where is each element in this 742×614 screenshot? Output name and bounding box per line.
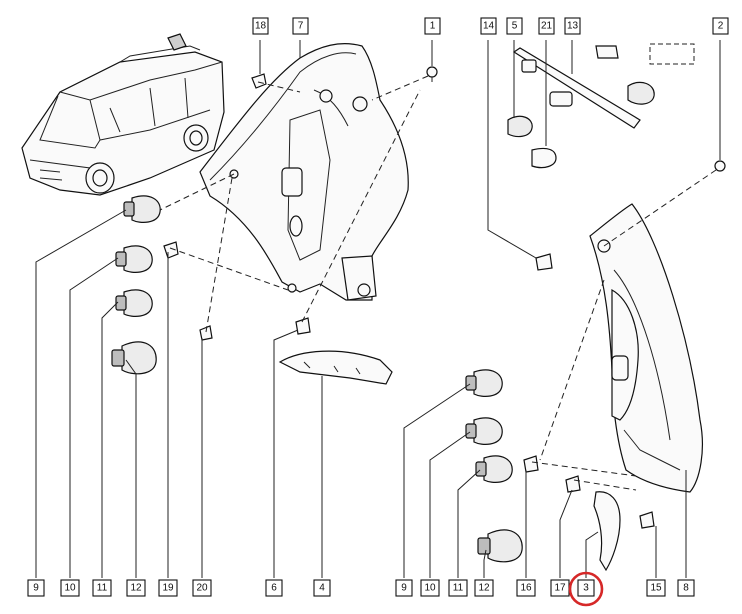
callout-8: 8 [677,579,695,597]
callout-18: 18 [252,17,269,35]
svg-text:6: 6 [271,583,277,594]
svg-text:11: 11 [453,583,464,594]
callout-13: 13 [564,17,581,35]
right-tail-lamp [589,203,703,493]
svg-text:14: 14 [483,21,495,32]
callout-11-right: 11 [448,579,468,597]
callout-14: 14 [480,17,497,35]
svg-text:8: 8 [683,583,689,594]
callout-9-right: 9 [395,579,413,597]
callout-15: 15 [646,579,666,597]
callout-7: 7 [292,17,309,35]
right-bulb-4 [477,529,523,563]
svg-text:1: 1 [430,21,436,32]
left-bulb-4 [111,341,157,375]
svg-text:5: 5 [512,21,518,32]
callout-20: 20 [192,579,212,597]
callout-12-left: 12 [126,579,146,597]
callout-6: 6 [265,579,283,597]
svg-text:3: 3 [583,583,589,594]
svg-text:21: 21 [541,21,553,32]
svg-text:16: 16 [520,583,532,594]
callout-16: 16 [516,579,536,597]
callout-21: 21 [538,17,555,35]
left-small-parts [163,66,438,385]
callout-12-right: 12 [474,579,494,597]
callout-10-right: 10 [420,579,440,597]
svg-text:10: 10 [64,583,76,594]
assembly-lines [159,75,717,491]
left-tail-lamp [199,43,409,301]
callout-10-left: 10 [60,579,80,597]
svg-text:15: 15 [650,583,662,594]
svg-text:20: 20 [196,583,208,594]
right-bulb-1 [465,369,503,397]
svg-text:9: 9 [33,583,39,594]
callout-5: 5 [506,17,523,35]
svg-text:13: 13 [567,21,579,32]
svg-text:4: 4 [319,583,325,594]
left-bulb-3 [115,289,153,317]
svg-text:19: 19 [162,583,174,594]
svg-text:18: 18 [255,21,267,32]
left-bulb-2 [115,245,153,273]
svg-text:17: 17 [554,583,566,594]
svg-text:12: 12 [130,583,142,594]
svg-text:12: 12 [478,583,490,594]
callout-9-left: 9 [27,579,45,597]
svg-text:11: 11 [97,583,108,594]
right-bulbs [465,369,523,563]
callout-19: 19 [158,579,178,597]
highlight-circle [568,571,604,607]
callout-17: 17 [550,579,570,597]
svg-text:2: 2 [718,21,724,32]
car-illustration [21,33,225,196]
svg-text:10: 10 [424,583,436,594]
callout-4: 4 [313,579,331,597]
callout-3: 3 [577,579,595,597]
leader-lines [35,40,721,578]
svg-text:9: 9 [401,583,407,594]
left-bulbs [111,195,161,375]
callout-11-left: 11 [92,579,112,597]
left-bulb-1 [123,195,161,223]
right-bulb-holder [507,43,726,172]
svg-text:7: 7 [298,21,304,32]
callout-1: 1 [424,17,441,35]
callout-2: 2 [712,17,729,35]
right-bulb-3 [475,455,513,483]
right-bulb-2 [465,417,503,445]
